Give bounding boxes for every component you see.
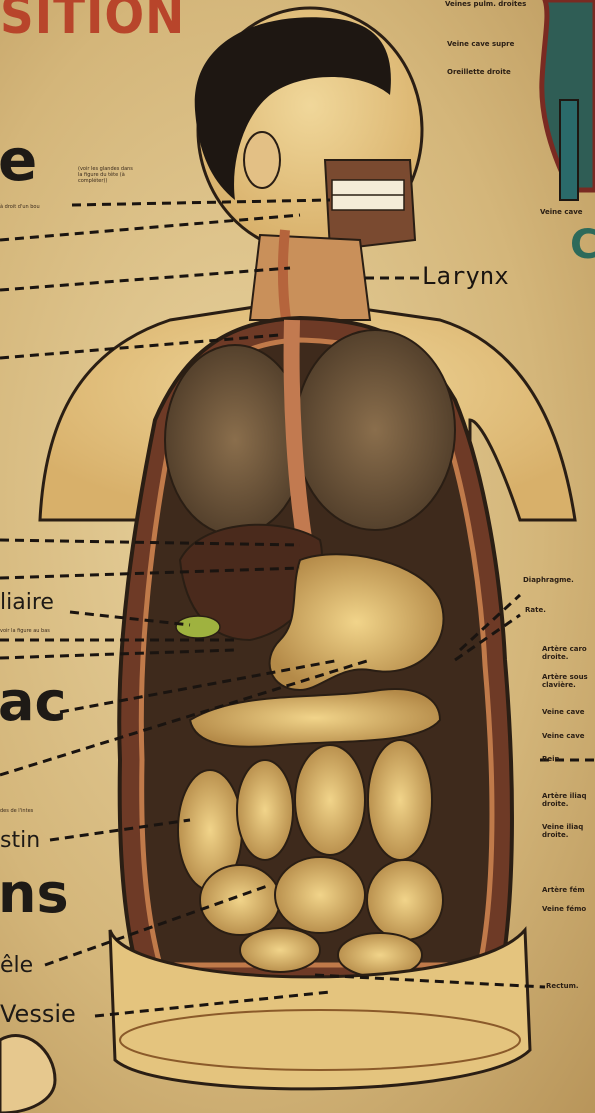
label-veine-cave-2: Veine cave [542, 732, 585, 740]
label-e: e [0, 126, 37, 194]
label-biliaire: liaire [0, 590, 54, 615]
label-grele: êle [0, 953, 33, 978]
note-droit: à droit d'un bou [0, 204, 40, 210]
label-vessie: Vessie [0, 1000, 76, 1028]
label-right-letter: C [570, 222, 595, 268]
label-artere-iliaque: Artère iliaq droite. [542, 792, 595, 808]
label-poumons: ns [0, 862, 69, 925]
note-figure: voir la figure au bas [0, 628, 50, 634]
corner-ornament [0, 1036, 55, 1113]
label-rate: Rate. [525, 606, 546, 614]
label-rein: Rein. [542, 755, 562, 763]
label-veine-cave-1: Veine cave [542, 708, 585, 716]
label-veine-cave-heart: Veine cave [540, 208, 583, 216]
label-veine-iliaque: Veine iliaq droite. [542, 823, 595, 839]
label-veine-cave-sup: Veine cave supre [447, 40, 514, 48]
neck [250, 235, 370, 320]
heart-diagram [542, 0, 595, 200]
label-estomac: ac [0, 670, 66, 733]
label-oreillette: Oreillette droite [447, 68, 511, 76]
note-intes: des de l'intes [0, 808, 33, 814]
label-artere-femorale: Artère fém [542, 886, 585, 894]
gallbladder [176, 616, 220, 638]
right-lung [295, 330, 455, 530]
poster-title: SITION [0, 0, 185, 46]
label-diaphragme: Diaphragme. [523, 576, 574, 584]
label-rectum: Rectum. [546, 982, 579, 990]
label-intestin: stin [0, 828, 40, 853]
label-larynx: Larynx [422, 262, 509, 290]
label-veines-pulm: Veines pulm. droites [445, 0, 526, 8]
label-artere-carotide: Artère caro droite. [542, 645, 595, 661]
label-veine-femorale: Veine fémo [542, 905, 586, 913]
label-artere-sous-claviere: Artère sous clavière. [542, 673, 595, 689]
note-glandes: (voir les glandes dans la figure du tête… [78, 166, 138, 184]
ear [244, 132, 280, 188]
